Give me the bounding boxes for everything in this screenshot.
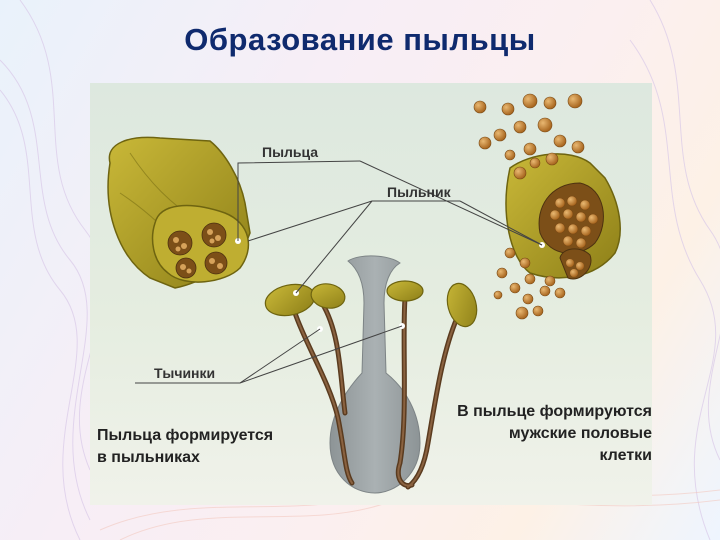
anther-cross-section-right [473, 93, 621, 320]
caption-right: В пыльце формируются мужские половые кле… [457, 401, 652, 467]
caption-right-line-1: В пыльце формируются [457, 403, 652, 420]
pollen-formation-diagram [107, 93, 621, 494]
label-anther: Пыльник [387, 184, 451, 200]
stamen-anthers [264, 280, 478, 328]
label-pollen: Пыльца [262, 144, 319, 160]
slide-title: Образование пыльцы [184, 22, 536, 57]
stamens-inner [294, 297, 458, 488]
diagram-panel: Пыльца Пыльник Тычинки Пыльца формируетс… [90, 83, 652, 505]
caption-left-line-1: Пыльца формируется [97, 427, 274, 444]
caption-right-line-2: мужские половые [508, 425, 652, 442]
label-stamens: Тычинки [154, 365, 216, 381]
pollen-grains-released [473, 93, 585, 180]
caption-left: Пыльца формируется в пыльниках [97, 425, 273, 469]
pistil [329, 255, 421, 494]
anther-cross-section-left [107, 136, 251, 289]
caption-right-line-3: клетки [599, 447, 652, 464]
caption-left-line-2: в пыльниках [97, 449, 200, 466]
leader-lines [135, 160, 543, 384]
